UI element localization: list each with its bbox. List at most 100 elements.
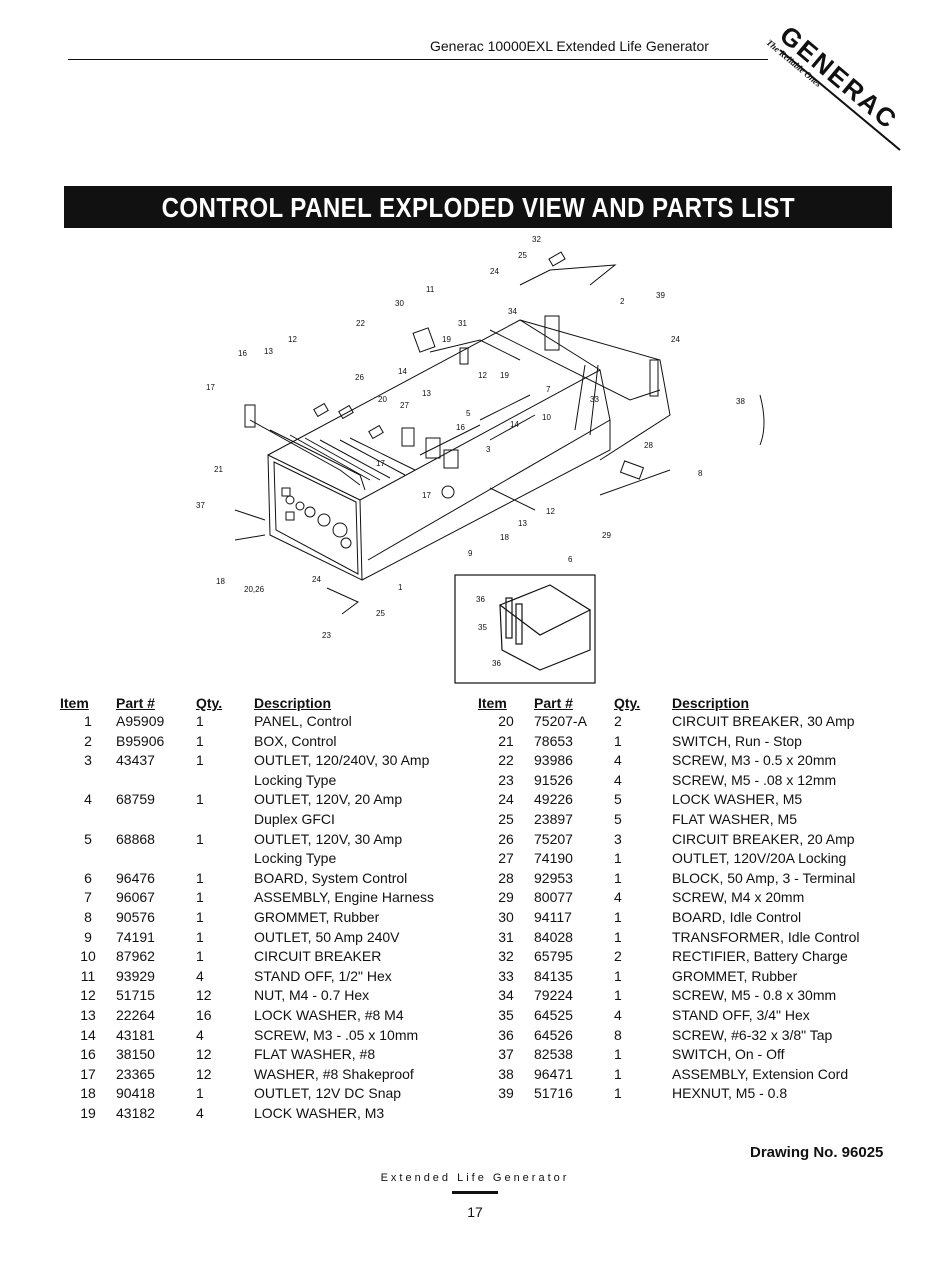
cell-qty: 5 xyxy=(614,791,622,808)
exploded-view-diagram: 32 25 24 11 30 34 2 39 22 31 12 19 24 16… xyxy=(196,235,765,684)
cell-item: 8 xyxy=(84,908,92,925)
cell-item: 32 xyxy=(498,948,514,965)
cell-part: 90576 xyxy=(116,908,155,925)
cell-part xyxy=(116,850,196,870)
callout-label: 13 xyxy=(264,347,273,356)
cell-item: 7 xyxy=(84,889,92,906)
cell-part: 74191 xyxy=(116,928,155,945)
cell-part: 91526 xyxy=(534,771,573,788)
cell-part: 90418 xyxy=(116,1085,155,1102)
cell-item: 36 xyxy=(498,1026,514,1043)
cell-item: 39 xyxy=(498,1085,514,1102)
cell-item: 4 xyxy=(84,791,92,808)
cell-qty: 3 xyxy=(614,830,622,847)
cell-qty: 1 xyxy=(614,850,622,867)
cell-qty: 4 xyxy=(196,967,204,984)
cell-qty: 1 xyxy=(614,1085,622,1102)
cell-part: 75207 xyxy=(534,830,573,847)
cell-item: 26 xyxy=(498,830,514,847)
cell-description: BOARD, System Control xyxy=(254,869,408,886)
col-qty: Qty. xyxy=(196,695,223,711)
cell-description: Locking Type xyxy=(254,771,337,788)
table-row: Locking Type xyxy=(60,772,464,792)
cell-part: 93986 xyxy=(534,752,573,769)
callout-label: 7 xyxy=(546,385,551,394)
cell-description: HEXNUT, M5 - 0.8 xyxy=(672,1085,788,1102)
cell-part: 65795 xyxy=(534,948,573,965)
callout-label: 18 xyxy=(216,577,225,586)
cell-description: ASSEMBLY, Engine Harness xyxy=(254,889,435,906)
cell-part: 96067 xyxy=(116,889,155,906)
cell-item: 29 xyxy=(498,889,514,906)
callout-label: 21 xyxy=(214,465,223,474)
cell-description: OUTLET, 120V, 30 Amp xyxy=(254,830,403,847)
cell-description: OUTLET, 120/240V, 30 Amp xyxy=(254,752,430,769)
callout-label: 20 xyxy=(378,395,387,404)
cell-item: 11 xyxy=(80,967,96,984)
cell-item: 23 xyxy=(498,771,514,788)
col-item: Item xyxy=(60,695,89,711)
table-row: 39 51716 1 HEXNUT, M5 - 0.8 xyxy=(478,1085,882,1105)
cell-qty: 2 xyxy=(614,948,622,965)
callout-label: 23 xyxy=(322,631,331,640)
callout-label: 18 xyxy=(500,533,509,542)
callout-label: 19 xyxy=(442,335,451,344)
cell-qty: 12 xyxy=(196,1046,212,1063)
cell-part: 78653 xyxy=(534,732,573,749)
col-desc: Description xyxy=(672,695,750,711)
callout-label: 20,26 xyxy=(244,585,265,594)
cell-qty: 1 xyxy=(196,732,204,749)
page-banner: CONTROL PANEL EXPLODED VIEW AND PARTS LI… xyxy=(64,186,892,228)
callout-label: 11 xyxy=(426,285,435,294)
cell-part: 51716 xyxy=(534,1085,573,1102)
callout-label: 13 xyxy=(518,519,527,528)
cell-part: 84028 xyxy=(534,928,573,945)
callout-label: 33 xyxy=(590,395,599,404)
cell-part: 92953 xyxy=(534,869,573,886)
cell-description: TRANSFORMER, Idle Control xyxy=(672,928,860,945)
cell-part: 84135 xyxy=(534,967,573,984)
cell-part: 43182 xyxy=(116,1104,155,1121)
callout-label: 36 xyxy=(492,659,501,668)
cell-item: 22 xyxy=(498,752,514,769)
cell-part: A95909 xyxy=(116,713,165,729)
cell-qty: 1 xyxy=(196,928,204,945)
cell-qty: 1 xyxy=(196,908,204,925)
cell-item: 10 xyxy=(80,948,96,965)
cell-description: Locking Type xyxy=(254,850,337,867)
callout-label: 1 xyxy=(398,583,403,592)
callout-label: 9 xyxy=(468,549,473,558)
callout-label: 39 xyxy=(656,291,665,300)
cell-description: Duplex GFCI xyxy=(254,810,335,827)
cell-part: 68868 xyxy=(116,830,155,847)
cell-qty: 1 xyxy=(614,967,622,984)
callout-label: 25 xyxy=(376,609,385,618)
cell-part: 75207-A xyxy=(534,713,587,729)
cell-item: 1 xyxy=(84,713,92,729)
cell-description: BOX, Control xyxy=(254,732,337,749)
callout-label: 32 xyxy=(532,235,541,244)
cell-qty: 4 xyxy=(196,1104,204,1121)
cell-part: 23897 xyxy=(534,810,573,827)
cell-item xyxy=(60,850,116,870)
cell-qty: 2 xyxy=(614,713,622,729)
callout-label: 24 xyxy=(490,267,499,276)
cell-description: GROMMET, Rubber xyxy=(254,908,380,925)
cell-qty: 1 xyxy=(614,908,622,925)
cell-qty: 1 xyxy=(196,889,204,906)
callout-label: 22 xyxy=(356,319,365,328)
cell-qty: 16 xyxy=(196,1006,212,1023)
cell-part: 51715 xyxy=(116,987,155,1004)
